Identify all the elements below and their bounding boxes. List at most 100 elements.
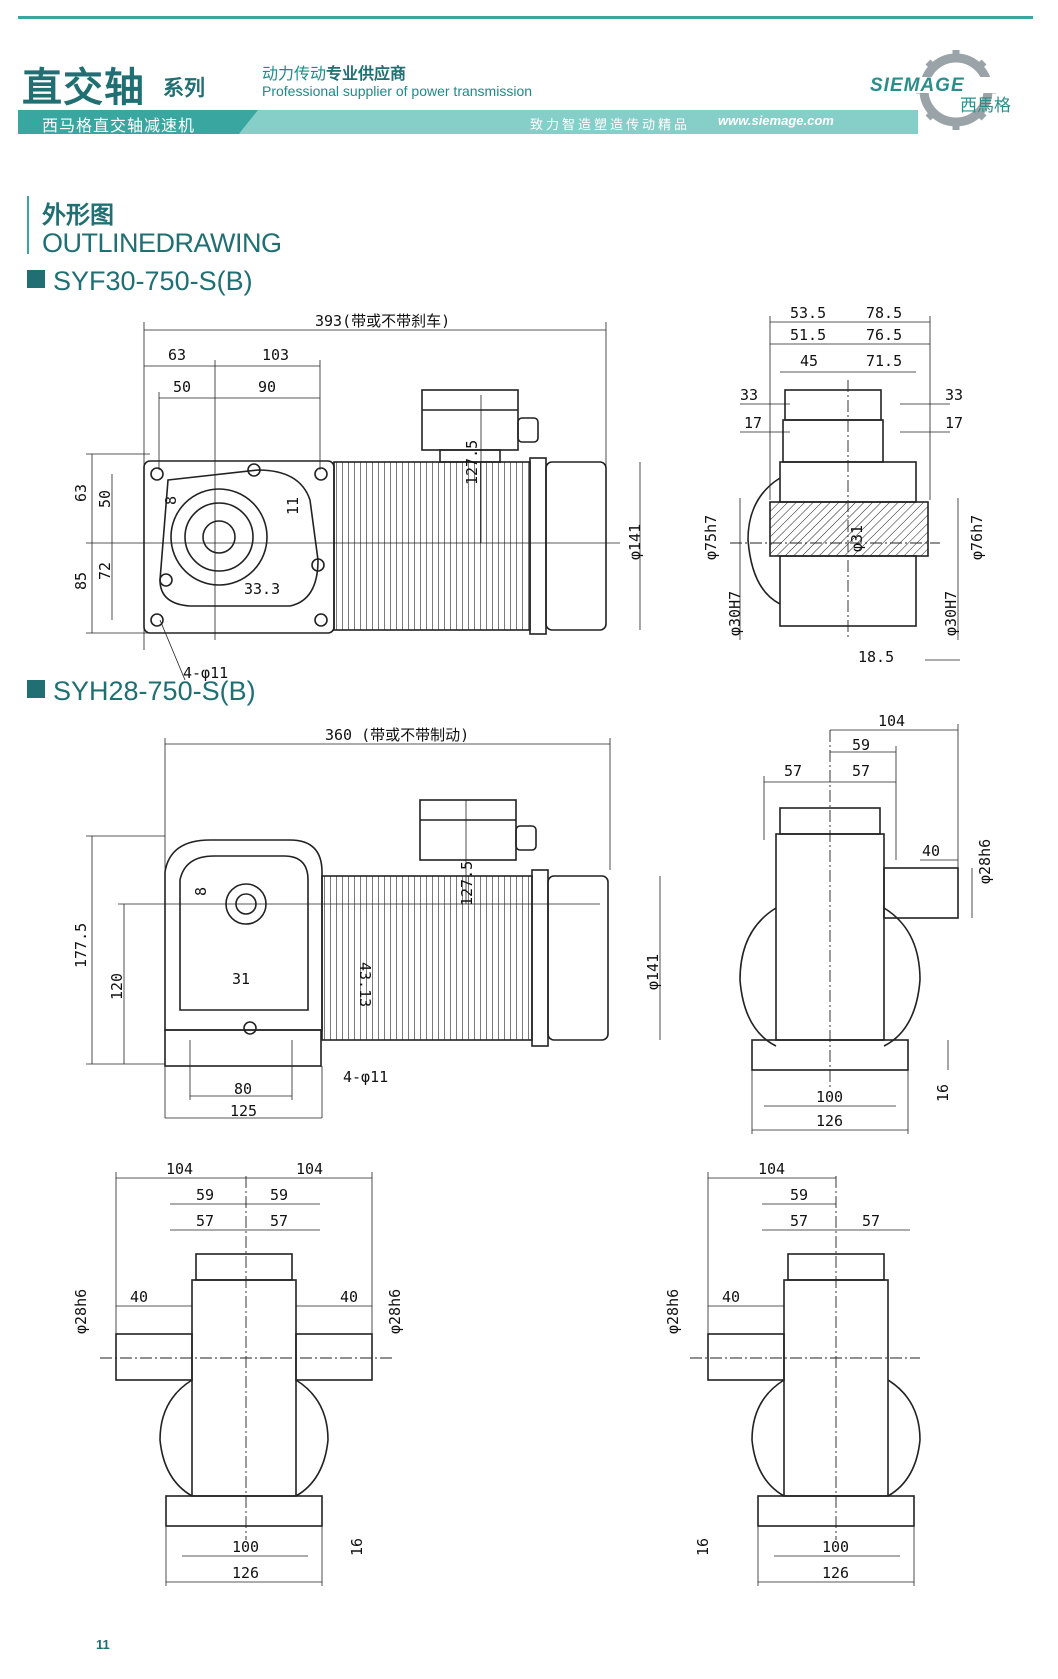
- dim-label: 360 (带或不带制动): [325, 726, 469, 744]
- header-tagline-en: Professional supplier of power transmiss…: [262, 83, 533, 99]
- dim-label: φ28h6: [976, 839, 994, 884]
- dim-label: 126: [816, 1112, 843, 1130]
- logo-cn: 西馬格: [960, 96, 1011, 116]
- dim-label: 43.13: [356, 962, 374, 1007]
- dim-label: 177.5: [72, 923, 90, 968]
- dim-label: 17: [945, 414, 963, 432]
- dim-label: φ28h6: [386, 1289, 404, 1334]
- model-title-2: SYH28-750-S(B): [27, 676, 256, 707]
- dim-label: 33: [945, 386, 963, 404]
- dim-label: 104: [296, 1160, 323, 1178]
- section-bar: [27, 196, 29, 254]
- dim-label: 40: [922, 842, 940, 860]
- header-subtitle: 西马格直交轴减速机: [42, 116, 196, 135]
- dim-label: 72: [96, 562, 114, 580]
- dim-label: 57: [862, 1212, 880, 1230]
- dim-label: 78.5: [866, 304, 902, 322]
- dim-label: φ75h7: [702, 515, 720, 560]
- dim-label: 33.3: [244, 580, 280, 598]
- tagline-cn-bold: 专业供应商: [326, 64, 407, 83]
- header-title: 直交轴: [22, 65, 145, 111]
- dim-label: 57: [784, 762, 802, 780]
- drawing-syf-side: [730, 380, 940, 640]
- dim-label: 40: [722, 1288, 740, 1306]
- dim-label: 59: [790, 1186, 808, 1204]
- dim-label: 51.5: [790, 326, 826, 344]
- dim-label: 100: [822, 1538, 849, 1556]
- dim-label: 50: [96, 490, 114, 508]
- dim-label: 80: [234, 1080, 252, 1098]
- dim-label: φ76h7: [968, 515, 986, 560]
- dim-label: 71.5: [866, 352, 902, 370]
- dim-label: φ30H7: [726, 591, 744, 636]
- dim-label: 16: [934, 1084, 952, 1102]
- dim-label: 59: [196, 1186, 214, 1204]
- drawing-bottom-right: [690, 1176, 921, 1540]
- dim-label: 63: [72, 484, 90, 502]
- header-band-dark: [18, 110, 258, 134]
- page-number: 11: [96, 1637, 110, 1652]
- dim-label: 127.5: [458, 861, 476, 906]
- dim-label: 16: [694, 1538, 712, 1556]
- dim-label: 11: [284, 497, 302, 515]
- dim-label: 100: [816, 1088, 843, 1106]
- dim-label: 33: [740, 386, 758, 404]
- dim-label: 16: [348, 1538, 366, 1556]
- dim-label: 4-φ11: [183, 664, 228, 682]
- bottom-right-dims: [707, 1172, 915, 1586]
- dim-label: 4-φ11: [343, 1068, 388, 1086]
- dim-label: 57: [852, 762, 870, 780]
- dim-label: 18.5: [858, 648, 894, 666]
- dim-label: φ141: [626, 524, 644, 560]
- drawing-bottom-left: [100, 1176, 392, 1540]
- syh-side-dims: [751, 724, 973, 1134]
- dim-label: 85: [72, 572, 90, 590]
- dim-label: 8: [192, 887, 210, 896]
- section-title-en: OUTLINEDRAWING: [42, 228, 282, 258]
- dim-label: 17: [744, 414, 762, 432]
- dim-label: 76.5: [866, 326, 902, 344]
- dim-label: 125: [230, 1102, 257, 1120]
- header-url[interactable]: www.siemage.com: [718, 113, 834, 128]
- dim-label: 8: [162, 496, 180, 505]
- dim-label: 53.5: [790, 304, 826, 322]
- dim-label: 50: [173, 378, 191, 396]
- dim-label: 45: [800, 352, 818, 370]
- dim-label: φ31: [848, 525, 866, 552]
- top-rule: [18, 16, 1033, 19]
- drawing-syh-side: [739, 730, 959, 1090]
- header-slogan: 致力智造塑造传动精品: [530, 118, 691, 133]
- dim-label: 59: [852, 736, 870, 754]
- dim-label: 120: [108, 973, 126, 1000]
- square-bullet-icon: [27, 680, 45, 698]
- dim-label: φ141: [644, 954, 662, 990]
- tagline-cn-plain: 动力传动: [262, 64, 327, 83]
- square-bullet-icon: [27, 270, 45, 288]
- header-tagline-cn: 动力传动专业供应商: [262, 60, 406, 84]
- dim-label: 127.5: [463, 440, 481, 485]
- drawing-syh-front: [164, 799, 609, 1067]
- dim-label: 104: [166, 1160, 193, 1178]
- model-title-1: SYF30-750-S(B): [27, 266, 253, 297]
- model-name-1: SYF30-750-S(B): [53, 266, 253, 296]
- dim-label: 57: [790, 1212, 808, 1230]
- dim-label: 104: [758, 1160, 785, 1178]
- logo-text: SIEMAGE: [870, 75, 965, 96]
- dim-label: 100: [232, 1538, 259, 1556]
- dim-label: 57: [196, 1212, 214, 1230]
- dim-label: 31: [232, 970, 250, 988]
- dim-label: φ28h6: [72, 1289, 90, 1334]
- dim-label: 126: [232, 1564, 259, 1582]
- dim-label: φ28h6: [664, 1289, 682, 1334]
- dim-label: 40: [130, 1288, 148, 1306]
- syh-front-dims: [86, 738, 661, 1119]
- dim-label: φ30H7: [942, 591, 960, 636]
- dim-label: 63: [168, 346, 186, 364]
- dim-label: 90: [258, 378, 276, 396]
- syf-front-dims: [86, 322, 641, 681]
- dim-label: 40: [340, 1288, 358, 1306]
- dim-label: 126: [822, 1564, 849, 1582]
- syf-side-dims: [739, 316, 960, 661]
- dim-label: 103: [262, 346, 289, 364]
